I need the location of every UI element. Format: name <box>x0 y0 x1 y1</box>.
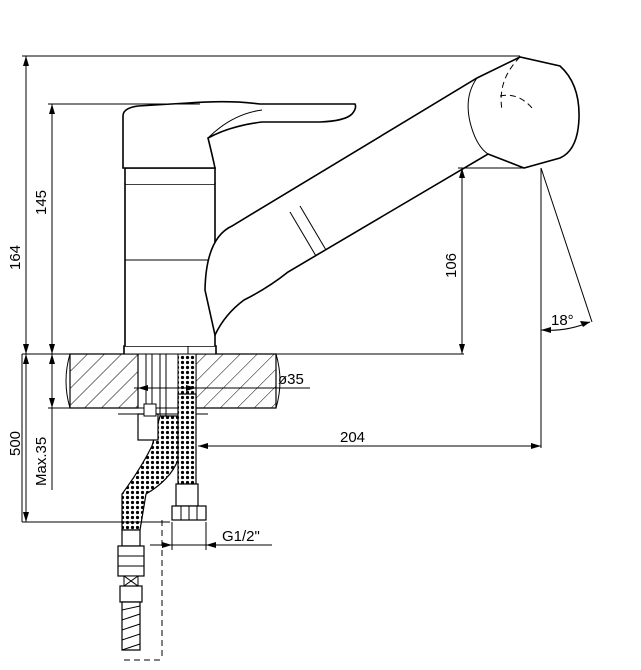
dim-spout-angle: 18° <box>551 312 574 329</box>
dim-total-height: 164 <box>7 245 24 270</box>
dim-body-height: 145 <box>33 190 50 215</box>
dim-reach: 204 <box>340 429 365 446</box>
dim-spout-height: 106 <box>443 253 460 278</box>
dim-hose-length: 500 <box>7 431 24 456</box>
dim-hole-diameter: ø35 <box>278 371 304 388</box>
dimension-lines <box>21 55 593 550</box>
faucet-body <box>123 167 217 354</box>
dim-thread: G1/2" <box>222 528 260 545</box>
countertop-section <box>65 353 281 415</box>
pull-out-spout <box>204 56 580 338</box>
lever-handle <box>122 100 357 169</box>
dim-max-thickness: Max.35 <box>33 437 50 486</box>
flexible-hoses <box>117 393 207 661</box>
